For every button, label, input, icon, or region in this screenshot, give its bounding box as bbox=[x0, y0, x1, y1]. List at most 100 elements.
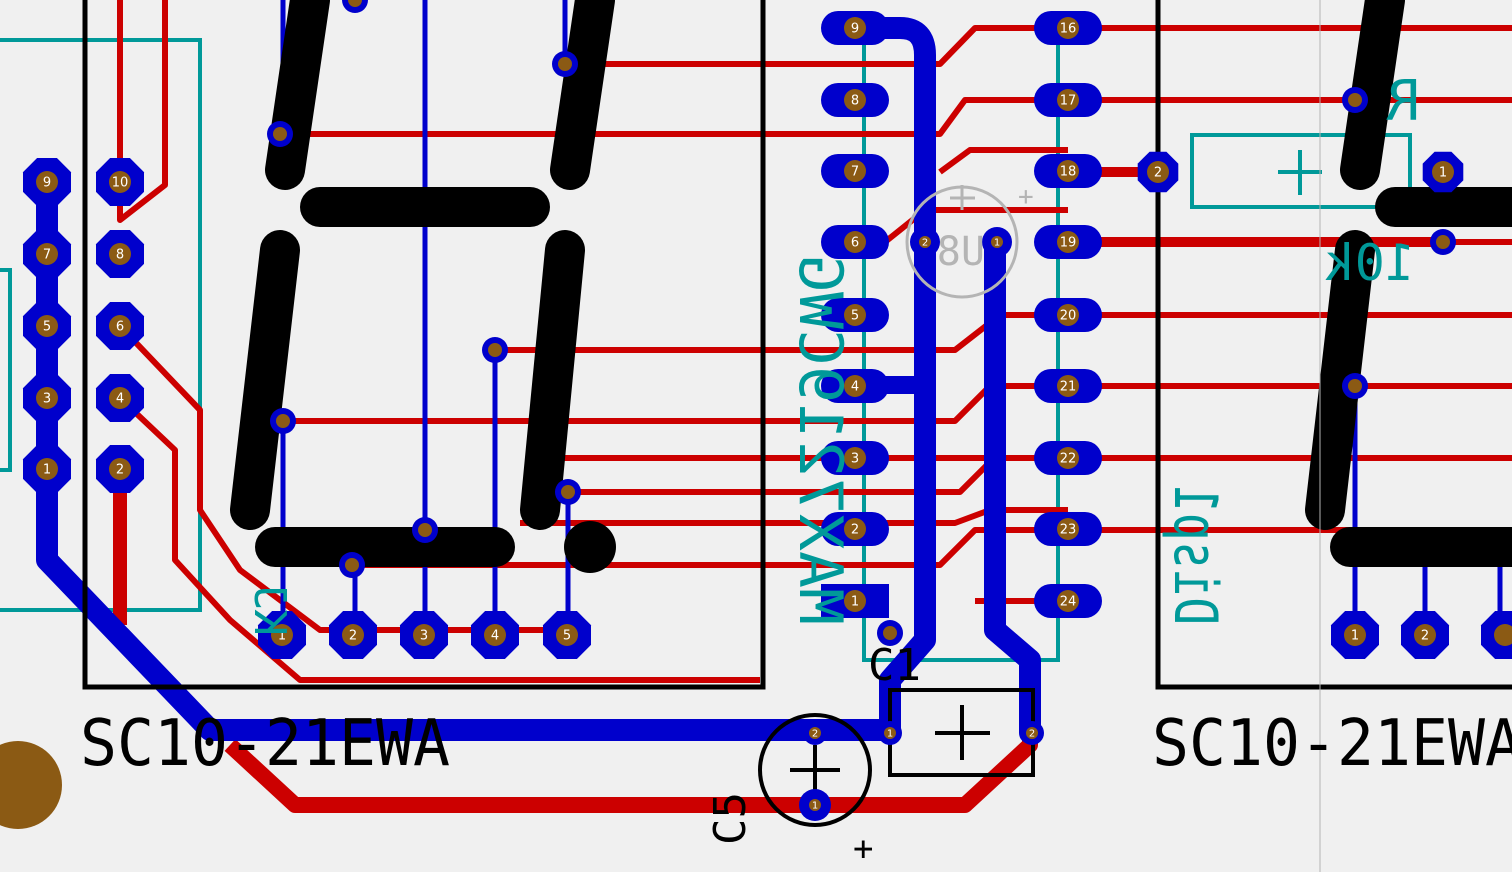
c1-pin-1[interactable]: 1 bbox=[878, 721, 902, 745]
connector-pin-8[interactable]: 8 bbox=[96, 230, 144, 278]
ic-pin-20[interactable]: 20 bbox=[1034, 298, 1102, 332]
r-mirror-label: R bbox=[1386, 69, 1420, 134]
connector-pin-3-number: 3 bbox=[43, 392, 51, 407]
connector-pin-10[interactable]: 10 bbox=[96, 158, 144, 206]
ghost-pin-1[interactable]: 1 bbox=[982, 227, 1012, 257]
display1-pin-1-number: 1 bbox=[278, 629, 286, 644]
connector-pin-2[interactable]: 2 bbox=[96, 445, 144, 493]
ic-pin-16[interactable]: 16 bbox=[1034, 11, 1102, 45]
connector-pin-5-number: 5 bbox=[43, 320, 51, 335]
c5-pin-1[interactable]: 1 bbox=[799, 789, 831, 821]
display2-outline bbox=[1155, 0, 1512, 690]
ic-pin-9[interactable]: 9 bbox=[821, 11, 889, 45]
connector-pin-3[interactable]: 3 bbox=[23, 374, 71, 422]
silkscreen-layer bbox=[82, 0, 1512, 827]
via-6[interactable] bbox=[339, 552, 365, 578]
ic-pin-6[interactable]: 6 bbox=[821, 225, 889, 259]
via-4[interactable] bbox=[555, 479, 581, 505]
ic-pin-6-number: 6 bbox=[851, 236, 859, 251]
connector-pin-9-number: 9 bbox=[43, 176, 51, 191]
connector-pin-6[interactable]: 6 bbox=[96, 302, 144, 350]
ic-pin-2[interactable]: 2 bbox=[821, 512, 889, 546]
mounting-hole[interactable] bbox=[0, 741, 62, 829]
ic-pin-22[interactable]: 22 bbox=[1034, 441, 1102, 475]
resistor-pin-1[interactable]: 1 bbox=[1422, 151, 1464, 193]
ic-pin-9-number: 9 bbox=[851, 22, 859, 37]
bottom-copper-layer bbox=[36, 0, 1503, 744]
c1-label: C1 bbox=[868, 640, 921, 691]
connector-pin-4[interactable]: 4 bbox=[96, 374, 144, 422]
ghost-pin-2[interactable]: 2 bbox=[910, 227, 940, 257]
connector-pin-5[interactable]: 5 bbox=[23, 302, 71, 350]
ic-pin-2-number: 2 bbox=[851, 523, 859, 538]
via-8[interactable] bbox=[1342, 373, 1368, 399]
display1-pin-2[interactable]: 2 bbox=[329, 611, 377, 659]
ic-pin-21-number: 21 bbox=[1060, 380, 1077, 395]
c1-pin-2-number: 2 bbox=[1029, 729, 1035, 740]
connector-pin-7-number: 7 bbox=[43, 248, 51, 263]
via-9[interactable] bbox=[1430, 229, 1456, 255]
c5-pin-2-number: 2 bbox=[812, 729, 818, 740]
ic-pin-17[interactable]: 17 bbox=[1034, 83, 1102, 117]
ic-pin-22-number: 22 bbox=[1060, 452, 1077, 467]
display2-pin-2[interactable]: 2 bbox=[1401, 611, 1449, 659]
via-10[interactable] bbox=[877, 620, 903, 646]
via-1[interactable] bbox=[267, 121, 293, 147]
resistor-pin-2[interactable]: 2 bbox=[1137, 151, 1179, 193]
ic-pin-8[interactable]: 8 bbox=[821, 83, 889, 117]
ghost-u8-label: U8 bbox=[937, 229, 985, 275]
ic-pin-7[interactable]: 7 bbox=[821, 154, 889, 188]
display1-pin-5[interactable]: 5 bbox=[543, 611, 591, 659]
display2-pin-partial[interactable] bbox=[1481, 611, 1512, 659]
ic-pin-5[interactable]: 5 bbox=[821, 298, 889, 332]
connector-pin-8-number: 8 bbox=[116, 248, 124, 263]
via-5[interactable] bbox=[412, 517, 438, 543]
display2-pin-1[interactable]: 1 bbox=[1331, 611, 1379, 659]
ic-pin-3-number: 3 bbox=[851, 452, 859, 467]
ic-outline bbox=[862, 30, 1060, 662]
ic-pin-19[interactable]: 19 bbox=[1034, 225, 1102, 259]
display1-pin-1[interactable]: 1 bbox=[258, 611, 306, 659]
ic-pin-4[interactable]: 4 bbox=[821, 369, 889, 403]
c5-outline bbox=[758, 713, 872, 827]
connector-pin-9[interactable]: 9 bbox=[23, 158, 71, 206]
via-2[interactable] bbox=[482, 337, 508, 363]
via-3[interactable] bbox=[270, 408, 296, 434]
ic-pin-1-number: 1 bbox=[851, 595, 859, 610]
ic-pin-24[interactable]: 24 bbox=[1034, 584, 1102, 618]
via-11[interactable] bbox=[342, 0, 368, 13]
display1-segments bbox=[230, 0, 615, 567]
labels-layer: SC10-21EWA SC10-21EWA C1 C5 + + U8 MAX72… bbox=[80, 69, 1512, 869]
ic-pin-3[interactable]: 3 bbox=[821, 441, 889, 475]
connector-pin-1[interactable]: 1 bbox=[23, 445, 71, 493]
ic-pin-20-number: 20 bbox=[1060, 309, 1077, 324]
connector-pin-7[interactable]: 7 bbox=[23, 230, 71, 278]
ic-mirror-label: MAX7219CWG bbox=[785, 255, 855, 625]
c5-label: C5 bbox=[705, 792, 756, 845]
ic-pin-5-number: 5 bbox=[851, 309, 859, 324]
ghost-plus-label: + bbox=[1018, 182, 1034, 212]
ic-pin-19-number: 19 bbox=[1060, 236, 1077, 251]
ic-pin-18[interactable]: 18 bbox=[1034, 154, 1102, 188]
decimal-point bbox=[564, 521, 616, 573]
display1-pin-5-number: 5 bbox=[563, 629, 571, 644]
c5-pin-1-number: 1 bbox=[812, 801, 818, 812]
ghost-pin-1-number: 1 bbox=[994, 238, 1000, 249]
resistor-pin-1-number: 1 bbox=[1439, 166, 1447, 181]
ic-pin-4-number: 4 bbox=[851, 380, 859, 395]
via-7[interactable] bbox=[1342, 87, 1368, 113]
ic-pin-21[interactable]: 21 bbox=[1034, 369, 1102, 403]
display2-segments bbox=[1305, 0, 1512, 567]
c1-pin-2[interactable]: 2 bbox=[1020, 721, 1044, 745]
display1-pin-3[interactable]: 3 bbox=[400, 611, 448, 659]
connector-outline-inner bbox=[0, 268, 12, 472]
ic-pin-1[interactable]: 1 bbox=[821, 584, 889, 618]
ghost-pin-2-number: 2 bbox=[922, 238, 928, 249]
display1-pin-4[interactable]: 4 bbox=[471, 611, 519, 659]
ic-pin-16-number: 16 bbox=[1060, 22, 1077, 37]
via-0[interactable] bbox=[552, 51, 578, 77]
c5-pin-2[interactable]: 2 bbox=[803, 721, 827, 745]
ic-pin-23[interactable]: 23 bbox=[1034, 512, 1102, 546]
